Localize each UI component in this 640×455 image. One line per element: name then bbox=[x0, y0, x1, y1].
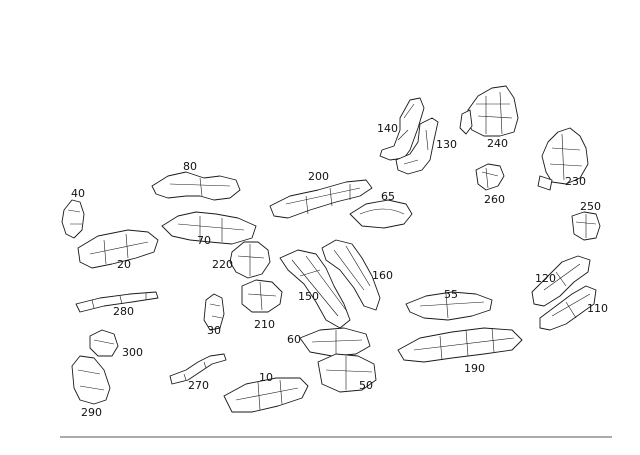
part-250[interactable] bbox=[571, 211, 601, 241]
part-30[interactable] bbox=[203, 293, 225, 331]
label-270: 270 bbox=[188, 379, 209, 392]
part-55[interactable] bbox=[405, 291, 493, 321]
label-130: 130 bbox=[436, 138, 457, 151]
part-270[interactable] bbox=[169, 353, 227, 385]
part-300[interactable] bbox=[89, 329, 119, 357]
part-40[interactable] bbox=[61, 199, 85, 239]
label-65: 65 bbox=[381, 190, 395, 203]
part-280[interactable] bbox=[75, 291, 159, 313]
label-190: 190 bbox=[464, 362, 485, 375]
label-280: 280 bbox=[113, 305, 134, 318]
part-20[interactable] bbox=[77, 229, 159, 269]
part-120[interactable] bbox=[531, 255, 591, 307]
label-260: 260 bbox=[484, 193, 505, 206]
label-300: 300 bbox=[122, 346, 143, 359]
part-290[interactable] bbox=[71, 355, 111, 405]
part-50[interactable] bbox=[317, 353, 377, 393]
label-40: 40 bbox=[71, 187, 85, 200]
label-150: 150 bbox=[298, 290, 319, 303]
part-200[interactable] bbox=[269, 179, 373, 219]
label-50: 50 bbox=[359, 379, 373, 392]
part-60[interactable] bbox=[299, 327, 371, 357]
label-110: 110 bbox=[587, 302, 608, 315]
part-80[interactable] bbox=[151, 171, 241, 201]
label-200: 200 bbox=[308, 170, 329, 183]
label-210: 210 bbox=[254, 318, 275, 331]
label-30: 30 bbox=[207, 324, 221, 337]
label-220: 220 bbox=[212, 258, 233, 271]
label-80: 80 bbox=[183, 160, 197, 173]
part-130[interactable] bbox=[395, 117, 439, 175]
label-230: 230 bbox=[565, 175, 586, 188]
label-140: 140 bbox=[377, 122, 398, 135]
label-160: 160 bbox=[372, 269, 393, 282]
part-110[interactable] bbox=[539, 285, 597, 331]
label-10: 10 bbox=[259, 371, 273, 384]
label-60: 60 bbox=[287, 333, 301, 346]
part-220[interactable] bbox=[229, 241, 271, 279]
part-65[interactable] bbox=[349, 199, 413, 229]
label-250: 250 bbox=[580, 200, 601, 213]
label-120: 120 bbox=[535, 272, 556, 285]
part-260[interactable] bbox=[475, 163, 505, 191]
part-10[interactable] bbox=[223, 377, 309, 413]
label-55: 55 bbox=[444, 288, 458, 301]
label-70: 70 bbox=[197, 234, 211, 247]
part-70[interactable] bbox=[161, 211, 257, 245]
part-160[interactable] bbox=[321, 239, 381, 311]
label-290: 290 bbox=[81, 406, 102, 419]
part-210[interactable] bbox=[241, 279, 283, 313]
label-240: 240 bbox=[487, 137, 508, 150]
part-230[interactable] bbox=[537, 127, 589, 191]
part-190[interactable] bbox=[397, 327, 523, 363]
part-240[interactable] bbox=[459, 85, 519, 137]
part-150[interactable] bbox=[279, 249, 351, 329]
label-20: 20 bbox=[117, 258, 131, 271]
